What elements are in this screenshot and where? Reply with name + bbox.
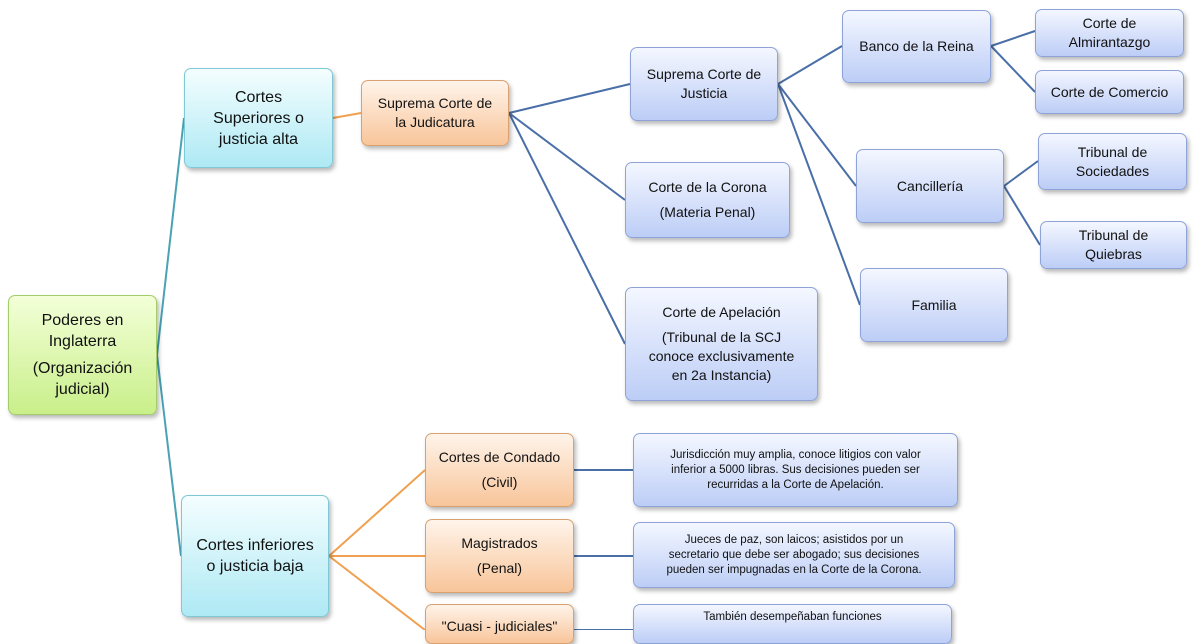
node-suprema-justicia: Suprema Corte de Justicia (630, 47, 778, 121)
node-cortes-superiores: Cortes Superiores o justicia alta (184, 68, 333, 168)
node-line: Magistrados (461, 535, 538, 551)
node-line: (Penal) (476, 560, 523, 576)
node-line: Suprema Corte de la Judicatura (377, 95, 493, 130)
node-cortes-inferiores: Cortes inferiores o justicia baja (181, 495, 329, 617)
connector-lines (156, 30, 1041, 630)
node-corte-almirantazgo: Corte de Almirantazgo (1035, 9, 1184, 57)
node-cortes-condado: Cortes de Condado (Civil) (425, 433, 574, 507)
node-line: Cortes Superiores o justicia alta (213, 88, 304, 148)
link-inferiores-cuasi (328, 555, 426, 630)
node-magistrados-description: Jueces de paz, son laicos; asistidos por… (633, 522, 955, 588)
node-line: Banco de la Reina (859, 38, 974, 54)
node-line: (Materia Penal) (659, 204, 756, 220)
node-tribunal-quiebras: Tribunal de Quiebras (1040, 221, 1187, 269)
node-line: (Tribunal de la SCJ conoce exclusivament… (648, 329, 795, 383)
node-line: Cancillería (896, 177, 964, 194)
link-root-superiores (156, 117, 185, 356)
link-cancilleria-sociedades (1003, 160, 1039, 187)
blue-connectors (508, 30, 1041, 630)
orange-connectors (328, 112, 426, 630)
node-corte-corona: Corte de la Corona (Materia Penal) (625, 162, 790, 238)
link-banco-comercio (990, 45, 1036, 93)
node-banco-reina: Banco de la Reina (842, 10, 991, 83)
node-line: También desempeñaban funciones (703, 611, 882, 623)
node-cuasi-judiciales: "Cuasi - judiciales" (425, 604, 574, 644)
link-judicatura-justicia (508, 83, 631, 114)
node-poderes-inglaterra: Poderes en Inglaterra (Organización judi… (8, 295, 157, 415)
node-line: Corte de Comercio (1050, 83, 1169, 100)
link-justicia-banco (777, 45, 843, 85)
node-line: Jueces de paz, son laicos; asistidos por… (666, 533, 922, 576)
node-line: Corte de Almirantazgo (1068, 15, 1151, 50)
node-tribunal-sociedades: Tribunal de Sociedades (1038, 133, 1187, 190)
node-magistrados: Magistrados (Penal) (425, 519, 574, 593)
link-justicia-familia (777, 83, 861, 306)
node-condado-description: Jurisdicción muy amplia, conoce litigios… (633, 433, 958, 507)
node-line: Jurisdicción muy amplia, conoce litigios… (670, 448, 921, 491)
node-corte-apelacion: Corte de Apelación (Tribunal de la SCJ c… (625, 287, 818, 401)
node-line: Cortes de Condado (438, 449, 561, 465)
link-superiores-judicatura (332, 112, 362, 119)
root-connectors (156, 117, 185, 557)
link-justicia-cancilleria (777, 83, 857, 187)
link-judicatura-apelacion (508, 112, 626, 345)
link-inferiores-condado (328, 469, 426, 557)
node-corte-comercio: Corte de Comercio (1035, 70, 1184, 114)
node-line: Suprema Corte de Justicia (646, 66, 762, 101)
node-line: Cortes inferiores o justicia baja (196, 537, 314, 575)
node-suprema-judicatura: Suprema Corte de la Judicatura (361, 80, 509, 146)
node-line: Familia (911, 296, 957, 313)
node-line: Corte de la Corona (648, 179, 767, 195)
node-line: (Organización judicial) (32, 360, 133, 398)
link-root-inferiores (156, 354, 182, 557)
node-familia: Familia (860, 268, 1008, 342)
link-judicatura-corona (508, 112, 626, 201)
node-line: Tribunal de Quiebras (1078, 227, 1149, 262)
node-line: (Civil) (481, 474, 518, 490)
node-line: "Cuasi - judiciales" (441, 618, 558, 634)
node-line: Poderes en Inglaterra (41, 312, 124, 350)
node-cancilleria: Cancillería (856, 149, 1004, 223)
node-line: Corte de Apelación (662, 304, 781, 320)
node-cuasi-description: También desempeñaban funciones (633, 604, 952, 644)
node-line: Tribunal de Sociedades (1075, 143, 1150, 179)
link-cancilleria-quiebras (1003, 185, 1041, 246)
link-banco-almirantazgo (990, 30, 1036, 47)
